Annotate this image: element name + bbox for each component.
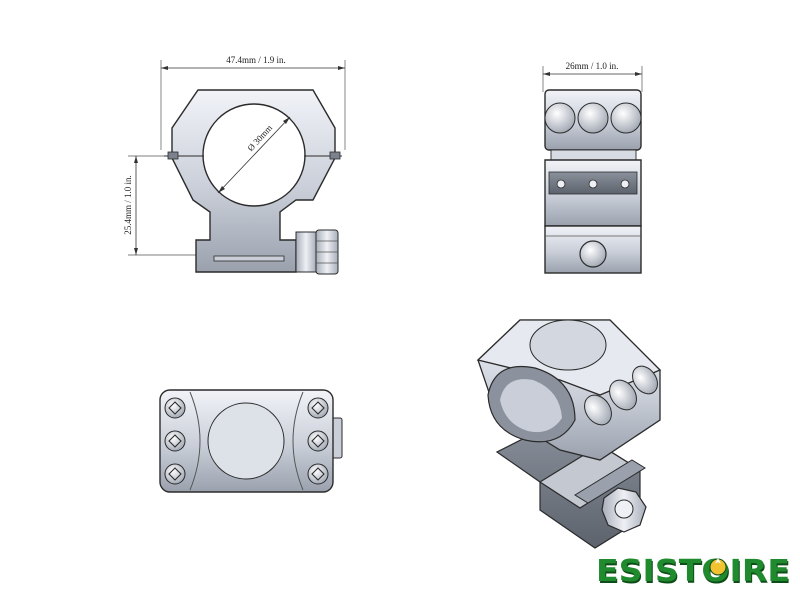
top-bore-face (207, 402, 285, 480)
cross-bolt-end (579, 240, 607, 268)
torx-screws (164, 397, 329, 485)
isometric-view (476, 319, 662, 549)
front-height-dimension: 25.4mm / 1.0 in. (123, 175, 133, 235)
svg-text:ESISTOIRE: ESISTOIRE (596, 554, 790, 589)
torch-icon (709, 558, 727, 576)
top-view (159, 389, 343, 493)
brand-logo: ESISTOIRE ESISTOIRE (596, 554, 791, 591)
clamp-nut (295, 231, 317, 273)
front-width-dimension: 47.4mm / 1.9 in. (226, 55, 286, 65)
side-width-dimension: 26mm / 1.0 in. (566, 61, 619, 71)
brand-logo-text: ESISTOIRE (597, 556, 791, 591)
side-view: 26mm / 1.0 in. (542, 61, 643, 274)
front-view: 47.4mm / 1.9 in. 25.4mm / 1.0 in. Ø 30mm (123, 55, 346, 275)
